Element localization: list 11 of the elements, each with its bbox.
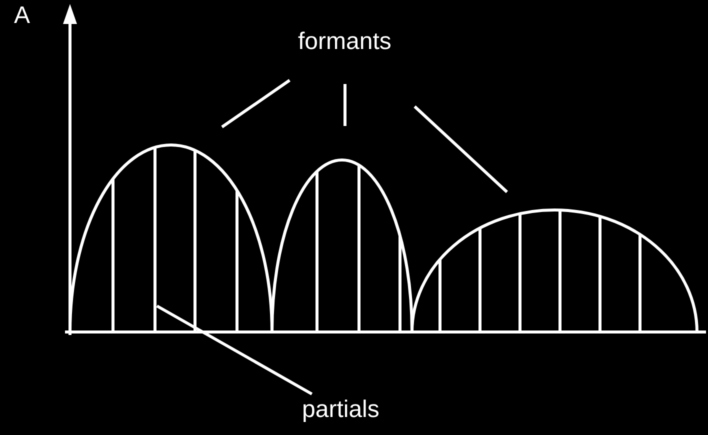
partial-line <box>154 147 156 332</box>
axis-label: A <box>14 2 30 30</box>
leader-line <box>414 105 508 194</box>
callout-text: partials <box>302 396 380 424</box>
leader-line <box>156 304 313 396</box>
leader-line <box>344 84 346 126</box>
callout-text: formants <box>298 28 392 56</box>
formant-curve <box>270 158 414 332</box>
formant-curve <box>410 208 698 332</box>
formant-curve <box>68 144 274 332</box>
leader-line <box>221 79 290 128</box>
